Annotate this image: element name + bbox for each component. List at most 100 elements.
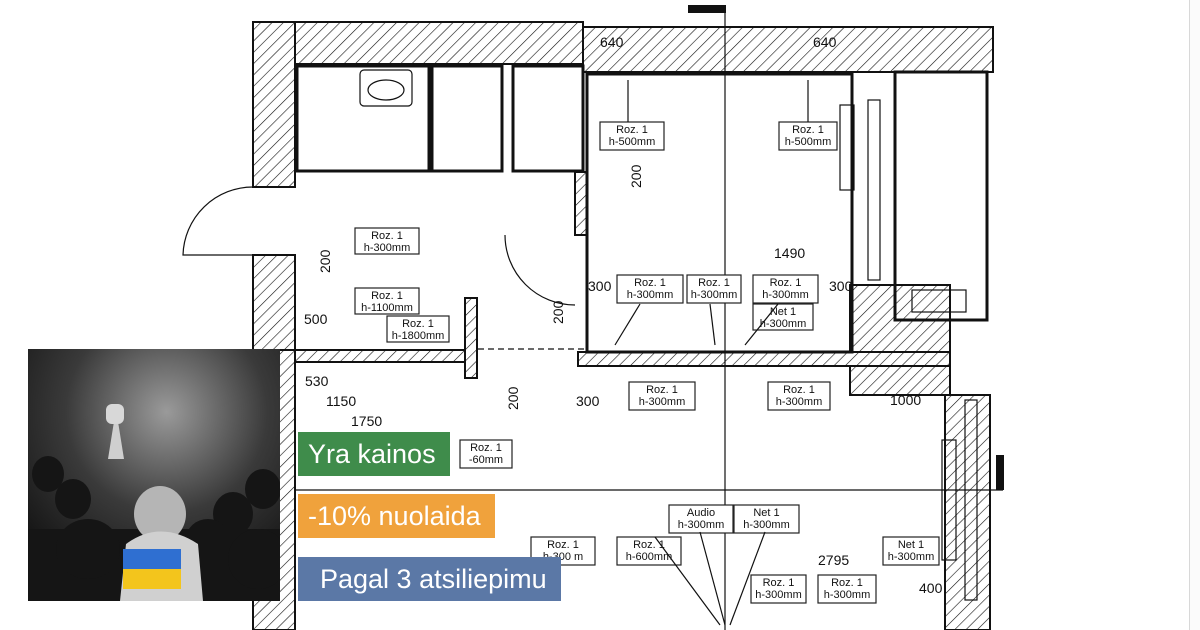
dim-200-c: 200 [550, 300, 566, 324]
outlet-label: Roz. 1h-500mm [599, 121, 665, 151]
outlet-label: Roz. 1h-300mm [767, 381, 831, 411]
appliance-icon [911, 289, 967, 313]
dim-1150: 1150 [326, 393, 356, 409]
outlet-label-line1: Roz. 1 [402, 318, 434, 330]
outlet-label-line2: -60mm [469, 454, 503, 466]
dim-300-a: 300 [588, 278, 612, 294]
room-balcony [893, 70, 989, 322]
outlet-label: Net 1h-300mm [733, 504, 800, 534]
outlet-label-line2: h-500mm [609, 136, 655, 148]
outlet-label: Roz. 1h-500mm [778, 121, 838, 151]
wall-partition-c [294, 349, 466, 363]
outlet-label: Roz. 1h-300mm [354, 227, 420, 255]
dim-1750: 1750 [351, 413, 382, 429]
outlet-label-line1: Roz. 1 [371, 230, 403, 242]
outlet-label-line2: h-300mm [888, 551, 934, 563]
dim-1000: 1000 [890, 392, 921, 408]
window-frame-right [964, 399, 978, 601]
wall-top-right [582, 26, 994, 73]
leader-lines [614, 80, 809, 626]
room-closet [430, 64, 504, 173]
dim-200-b: 200 [317, 249, 333, 273]
window-frame [867, 99, 881, 281]
outlet-label: Roz. 1h-300mm [752, 274, 819, 304]
room-corridor [511, 64, 585, 173]
wall-left-middle [252, 254, 296, 351]
outlet-label: Roz. 1h-1100mm [354, 287, 420, 315]
outlet-label-line2: h-300mm [678, 519, 724, 531]
dim-300-b: 300 [829, 278, 853, 294]
outlet-label-line1: Roz. 1 [698, 277, 730, 289]
wall-right-step [849, 284, 951, 396]
concert-photo [28, 349, 280, 601]
outlet-label-line2: h-1100mm [361, 302, 413, 314]
right-edge-panel [1189, 0, 1200, 630]
door-swing-hall [504, 234, 576, 306]
outlet-label-line1: Roz. 1 [616, 124, 648, 136]
discount-badge[interactable]: -10% nuolaida [298, 494, 495, 538]
outlet-label-line2: h-300mm [776, 396, 822, 408]
wall-partition-d [577, 351, 951, 367]
ukraine-flag-icon [123, 549, 181, 589]
outlet-label: Net 1h-300mm [752, 303, 814, 331]
outlet-label-line1: Roz. 1 [470, 442, 502, 454]
outlet-label-line2: h-1800mm [392, 330, 445, 342]
outlet-label-line1: Audio [687, 507, 715, 519]
outlet-label: Roz. 1h-600mm [616, 536, 682, 566]
dim-640-right: 640 [813, 34, 837, 50]
dim-1490: 1490 [774, 245, 805, 261]
outlet-label-line1: Roz. 1 [770, 277, 802, 289]
outlet-label: Net 1h-300mm [882, 536, 940, 566]
outlet-label-line1: Roz. 1 [763, 577, 795, 589]
dim-200-d: 200 [505, 386, 521, 410]
outlet-label-line1: Net 1 [770, 306, 796, 318]
outlet-label-line1: Net 1 [898, 539, 924, 551]
wall-right-lower [944, 394, 991, 630]
outlet-label-line1: Roz. 1 [547, 539, 579, 551]
wall-partition-a [574, 171, 588, 236]
outlet-label-line2: h-300mm [755, 589, 801, 601]
dim-640-left: 640 [600, 34, 624, 50]
outlet-label-line2: h-300mm [760, 318, 806, 330]
sink-icon [359, 69, 413, 107]
reviews-badge[interactable]: Pagal 3 atsiliepimu [298, 557, 561, 601]
outlet-label: Roz. 1h-300 m [530, 536, 596, 566]
outlet-label-line2: h-300mm [743, 519, 789, 531]
outlet-label-line2: h-600mm [626, 551, 672, 563]
marker-top [688, 5, 726, 13]
outlet-label-line1: Roz. 1 [792, 124, 824, 136]
outlet-label-line1: Roz. 1 [633, 539, 665, 551]
outlet-label-line1: Roz. 1 [371, 290, 403, 302]
outlet-label: Roz. 1h-300mm [817, 574, 877, 604]
outlet-label-line2: h-300mm [762, 289, 808, 301]
outlet-label-line2: h-300mm [627, 289, 673, 301]
prices-badge[interactable]: Yra kainos [298, 432, 450, 476]
door-swing-entry [182, 186, 254, 256]
outlet-label-line2: h-300mm [691, 289, 737, 301]
dim-500: 500 [304, 311, 328, 327]
dim-530: 530 [305, 373, 329, 389]
outlet-label-line1: Roz. 1 [646, 384, 678, 396]
outlet-label: Roz. 1h-300mm [616, 274, 684, 304]
outlet-label-line1: Roz. 1 [831, 577, 863, 589]
room-bath [295, 64, 431, 173]
sink-bowl [367, 79, 405, 101]
outlet-label: Roz. 1h-300mm [750, 574, 807, 604]
dim-2795: 2795 [818, 552, 849, 568]
dim-400: 400 [919, 580, 943, 596]
radiator-icon-2 [941, 439, 957, 561]
wall-partition-b [464, 297, 478, 379]
outlet-label-line2: h-300mm [639, 396, 685, 408]
dim-200-a: 200 [628, 164, 644, 188]
outlet-label-line1: Net 1 [753, 507, 779, 519]
wall-top-left [252, 21, 584, 65]
radiator-icon [839, 104, 855, 191]
crowd-illustration [28, 349, 280, 601]
marker-right [996, 455, 1004, 490]
wall-left-upper [252, 21, 296, 188]
room-bedroom [585, 72, 854, 354]
outlet-label-line2: h-300mm [364, 242, 410, 254]
outlet-label: Roz. 1h-300mm [628, 381, 696, 411]
